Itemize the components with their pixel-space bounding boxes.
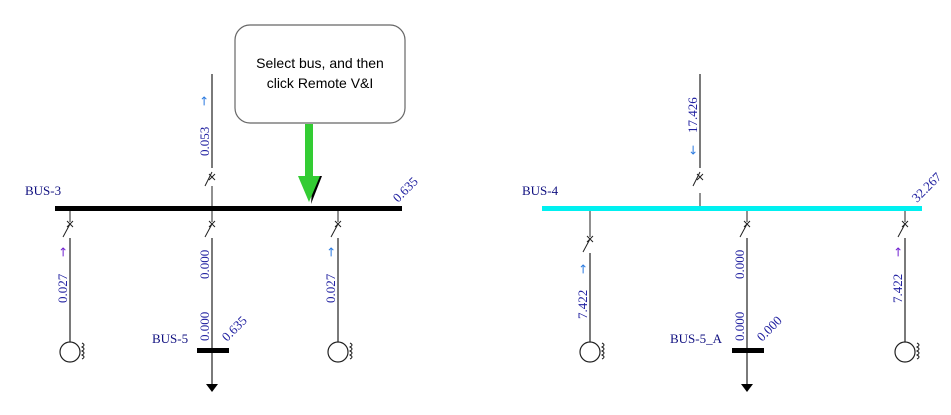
callout-line-2: click Remote V&I (267, 75, 374, 91)
bus-voltage: 0.635 (390, 174, 421, 205)
load-bus-voltage: 0.635 (219, 313, 250, 344)
generator-branch-left[interactable] (59, 211, 85, 363)
gen-left-value: 0.027 (55, 273, 70, 303)
right-diagram: ← 17.426 BUS-4 32.267 → 7.422 0.000 0.00… (522, 74, 945, 392)
load-bus-bar[interactable] (732, 348, 764, 353)
gen-right-value: 7.422 (890, 274, 905, 303)
generator-branch-left[interactable] (579, 211, 605, 363)
top-feeder-bus3[interactable] (204, 74, 216, 208)
center-feeder-value: 0.000 (197, 250, 212, 279)
load-arrow-icon (206, 384, 218, 392)
flow-arrow-icon: → (197, 96, 211, 106)
top-feeder-bus4[interactable] (692, 74, 704, 208)
flow-arrow-icon: → (576, 264, 590, 274)
bus-label: BUS-4 (522, 183, 559, 198)
flow-arrow-icon: → (56, 247, 70, 257)
load-feeder-center[interactable] (204, 211, 218, 392)
flow-arrow-icon: → (324, 247, 338, 257)
load-feeder-center[interactable] (739, 211, 753, 392)
load-arrow-icon (741, 384, 753, 392)
generator-icon (327, 341, 353, 363)
flow-arrow-icon: → (891, 247, 905, 257)
generator-branch-right[interactable] (894, 211, 920, 363)
load-bus-flow: 0.000 (197, 312, 212, 341)
callout-line-1: Select bus, and then (256, 55, 384, 71)
generator-icon (59, 341, 85, 363)
bus-bar-bus3[interactable] (55, 206, 402, 211)
load-bus-label: BUS-5 (152, 331, 188, 346)
bus-label: BUS-3 (25, 183, 61, 198)
center-feeder-value: 0.000 (732, 250, 747, 279)
gen-right-value: 0.027 (323, 273, 338, 303)
callout-tooltip: Select bus, and then click Remote V&I (234, 24, 406, 204)
green-down-arrow-icon (298, 124, 322, 204)
bus-bar-bus4-selected[interactable] (542, 206, 922, 211)
generator-icon (894, 341, 920, 363)
load-bus-flow: 0.000 (732, 312, 747, 341)
load-bus-voltage: 0.000 (754, 313, 785, 344)
generator-branch-right[interactable] (327, 211, 353, 363)
generator-icon (579, 341, 605, 363)
top-feeder-value: 17.426 (685, 97, 700, 133)
load-bus-label: BUS-5_A (670, 331, 723, 346)
top-feeder-value: 0.053 (197, 127, 212, 156)
gen-left-value: 7.422 (575, 290, 590, 319)
breaker-switch-icon[interactable] (204, 171, 216, 208)
flow-arrow-icon: ← (686, 145, 700, 155)
load-bus-bar[interactable] (197, 348, 229, 353)
bus-voltage: 32.267 (909, 169, 945, 205)
